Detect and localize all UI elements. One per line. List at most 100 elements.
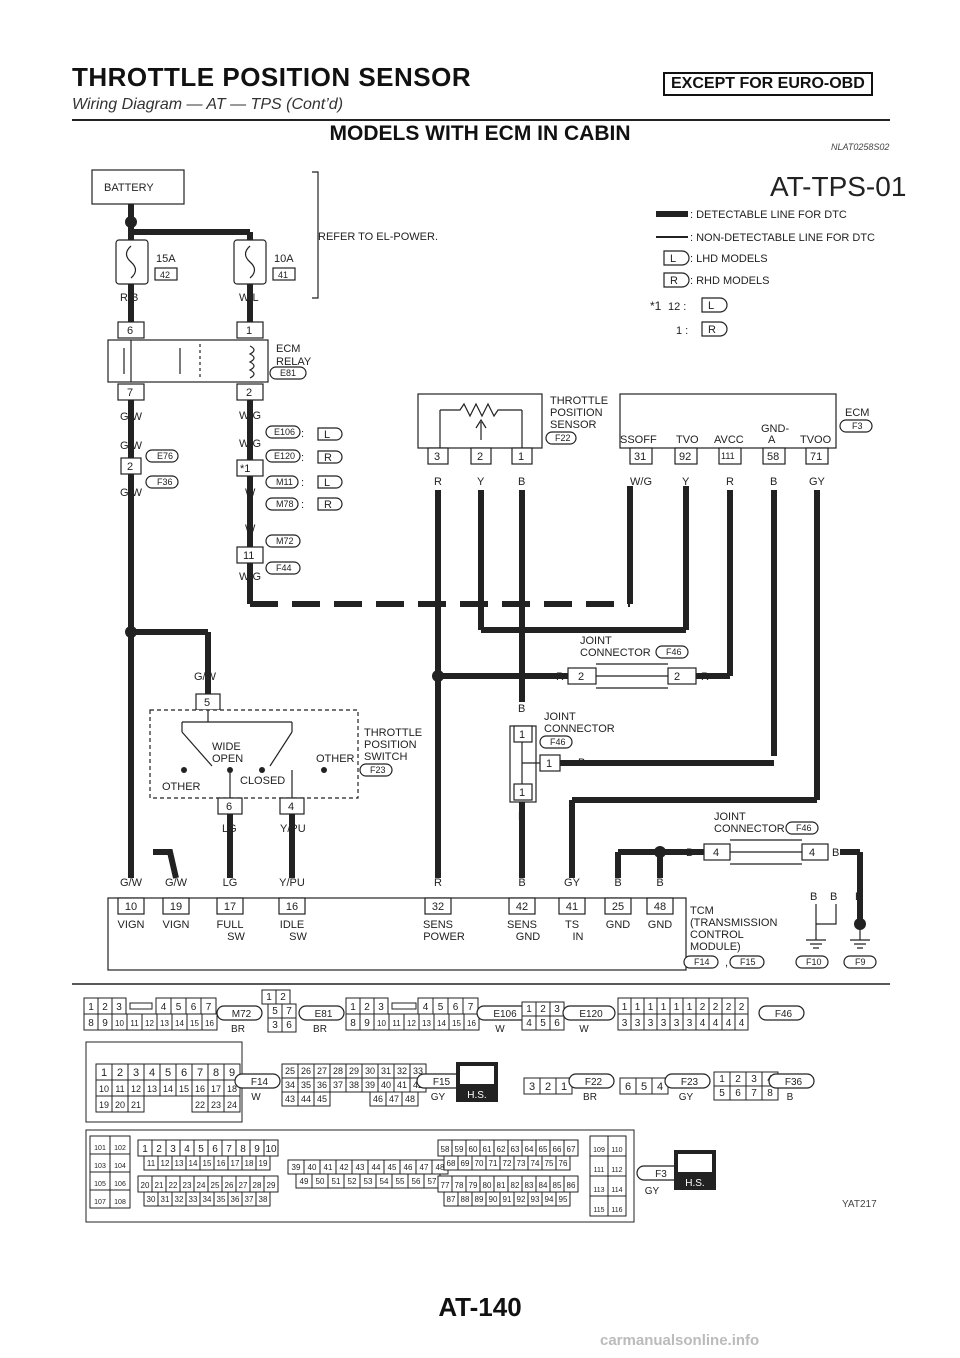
- watermark: carmanualsonline.info: [600, 1332, 760, 1349]
- svg-text:2: 2: [127, 461, 133, 473]
- svg-text:3: 3: [434, 451, 440, 463]
- tcm-terminal-name: POWER: [423, 931, 465, 943]
- conn-f3-pin: 53: [364, 1177, 373, 1186]
- conn-f3-pin: 73: [517, 1159, 526, 1168]
- tcm-pin-number: 10: [125, 901, 137, 913]
- conn-f3-pin: 103: [94, 1163, 106, 1170]
- svg-text:F15: F15: [740, 957, 756, 967]
- conn-f46-pin: 1: [622, 1002, 628, 1013]
- conn-f15-pin: 38: [349, 1080, 359, 1090]
- svg-text:6: 6: [226, 801, 232, 813]
- conn-f36-pin: 7: [751, 1088, 757, 1099]
- conn-f3-pin: 1: [142, 1144, 148, 1155]
- tcm-wire-color: GY: [564, 877, 581, 889]
- conn-f14-pin: 9: [229, 1067, 235, 1079]
- conn-f46-pin: 3: [661, 1018, 667, 1029]
- conn-f3-pin: 16: [217, 1159, 226, 1168]
- fuse-15a: 15A 42: [115, 239, 178, 285]
- conn-f3-pin: 76: [559, 1159, 568, 1168]
- svg-text:: DETECTABLE LINE FOR DTC: : DETECTABLE LINE FOR DTC: [690, 209, 847, 221]
- battery-box: [91, 169, 185, 205]
- conn-f3-pin: 48: [436, 1163, 445, 1172]
- svg-text:Y: Y: [682, 476, 690, 488]
- wiring-diagram: .t { fill:#222; stroke:none; font-size:1…: [72, 169, 906, 1223]
- svg-text:RELAY: RELAY: [276, 356, 312, 368]
- conn-f3-pin: 31: [161, 1195, 170, 1204]
- conn-e81-pin: 3: [272, 1020, 278, 1031]
- conn-f3-pin: 43: [356, 1163, 365, 1172]
- conn-f15-pin: 45: [317, 1094, 327, 1104]
- conn-f46-pin: 1: [661, 1002, 667, 1013]
- conn-f3-pin: 21: [155, 1181, 164, 1190]
- conn-f3-pin: 57: [428, 1177, 437, 1186]
- conn-f3-pin: 51: [332, 1177, 341, 1186]
- ecm-relay: 6 1 7 2 ECM RELAY E81: [107, 321, 312, 401]
- svg-text:JOINT: JOINT: [580, 635, 612, 647]
- page-title: THROTTLE POSITION SENSOR: [72, 62, 472, 92]
- conn-f3-pin: 85: [553, 1181, 562, 1190]
- conn-e106-pin: 14: [437, 1019, 446, 1028]
- conn-f14-id: F14: [251, 1077, 269, 1088]
- svg-text:71: 71: [810, 451, 822, 463]
- svg-text:92: 92: [679, 451, 691, 463]
- conn-f15-pin: 29: [349, 1066, 359, 1076]
- conn-e81-tag: [298, 1005, 345, 1021]
- conn-f46-pin: 2: [713, 1002, 719, 1013]
- conn-f3-pin: 34: [203, 1195, 212, 1204]
- svg-text:B: B: [832, 847, 839, 859]
- svg-text:R: R: [701, 671, 709, 683]
- conn-f3-pin: 28: [253, 1181, 262, 1190]
- svg-text:F46: F46: [550, 737, 566, 747]
- conn-f14-pin: 24: [227, 1100, 237, 1110]
- conn-f3-cell: [109, 1189, 131, 1209]
- svg-text::: :: [301, 499, 304, 511]
- conn-f36-pin: 5: [719, 1088, 725, 1099]
- svg-text:B: B: [518, 703, 525, 715]
- conn-f3-pin: 7: [226, 1144, 232, 1155]
- conn-f3-pin: 69: [461, 1159, 470, 1168]
- conn-f3-pin: 62: [497, 1145, 506, 1154]
- conn-f22-pin: 1: [561, 1081, 567, 1093]
- conn-f3-pin: 112: [611, 1167, 622, 1174]
- conn-f3-pin: 47: [420, 1163, 429, 1172]
- conn-f3-cell: [255, 1155, 271, 1171]
- conn-f14-pin: 20: [115, 1100, 125, 1110]
- conn-m72-pin: 8: [88, 1018, 94, 1029]
- conn-f3-pin: 78: [455, 1181, 464, 1190]
- conn-f3-pin: 23: [183, 1181, 192, 1190]
- svg-text:4: 4: [288, 801, 294, 813]
- conn-f3-pin: 58: [441, 1145, 450, 1154]
- conn-f14-pin: 7: [197, 1067, 203, 1079]
- conn-f46-pin: 4: [739, 1018, 745, 1029]
- conn-f14-pin: 3: [133, 1067, 139, 1079]
- conn-e120-pin: 4: [526, 1018, 532, 1029]
- throttle-position-sensor: 3 2 1 R Y B THROTTLE POSITION SENSOR F22: [417, 393, 608, 488]
- tcm-pin-box: [216, 897, 244, 915]
- conn-f46-pin: 1: [674, 1002, 680, 1013]
- refer-label: REFER TO EL-POWER.: [318, 231, 438, 243]
- conn-f15-color: GY: [431, 1092, 446, 1103]
- conn-f14-pin: 2: [117, 1067, 123, 1079]
- tcm-pin-number: 32: [432, 901, 444, 913]
- svg-text:JOINT: JOINT: [544, 711, 576, 723]
- wire-gw-vign-2: [153, 849, 179, 879]
- tcm-pin-box: [604, 897, 632, 915]
- conn-f46-pin: 1: [648, 1002, 654, 1013]
- conn-f15-pin: 41: [397, 1080, 407, 1090]
- conn-f3-pin: 88: [461, 1195, 470, 1204]
- conn-f3-pin: 12: [161, 1159, 170, 1168]
- conn-f14-pin: 14: [163, 1084, 173, 1094]
- conn-e120-id: E120: [579, 1009, 603, 1020]
- svg-text:1: 1: [519, 729, 525, 741]
- conn-e106-color: W: [495, 1024, 505, 1035]
- tcm-wire-color: G/W: [165, 877, 188, 889]
- conn-f3-pin: 72: [503, 1159, 512, 1168]
- conn-e120-pin: 5: [540, 1018, 546, 1029]
- tcm-pin-box: [558, 897, 586, 915]
- joint-connector-1: B 1 1 1 B B JOINT CONNECTOR F46: [509, 703, 774, 823]
- conn-f3-pin: 46: [404, 1163, 413, 1172]
- conn-e81-color: BR: [313, 1024, 327, 1035]
- tcm-terminal-name: SENS: [507, 919, 537, 931]
- conn-f14-tag: [234, 1073, 281, 1089]
- conn-f14-pin: 1: [101, 1067, 107, 1079]
